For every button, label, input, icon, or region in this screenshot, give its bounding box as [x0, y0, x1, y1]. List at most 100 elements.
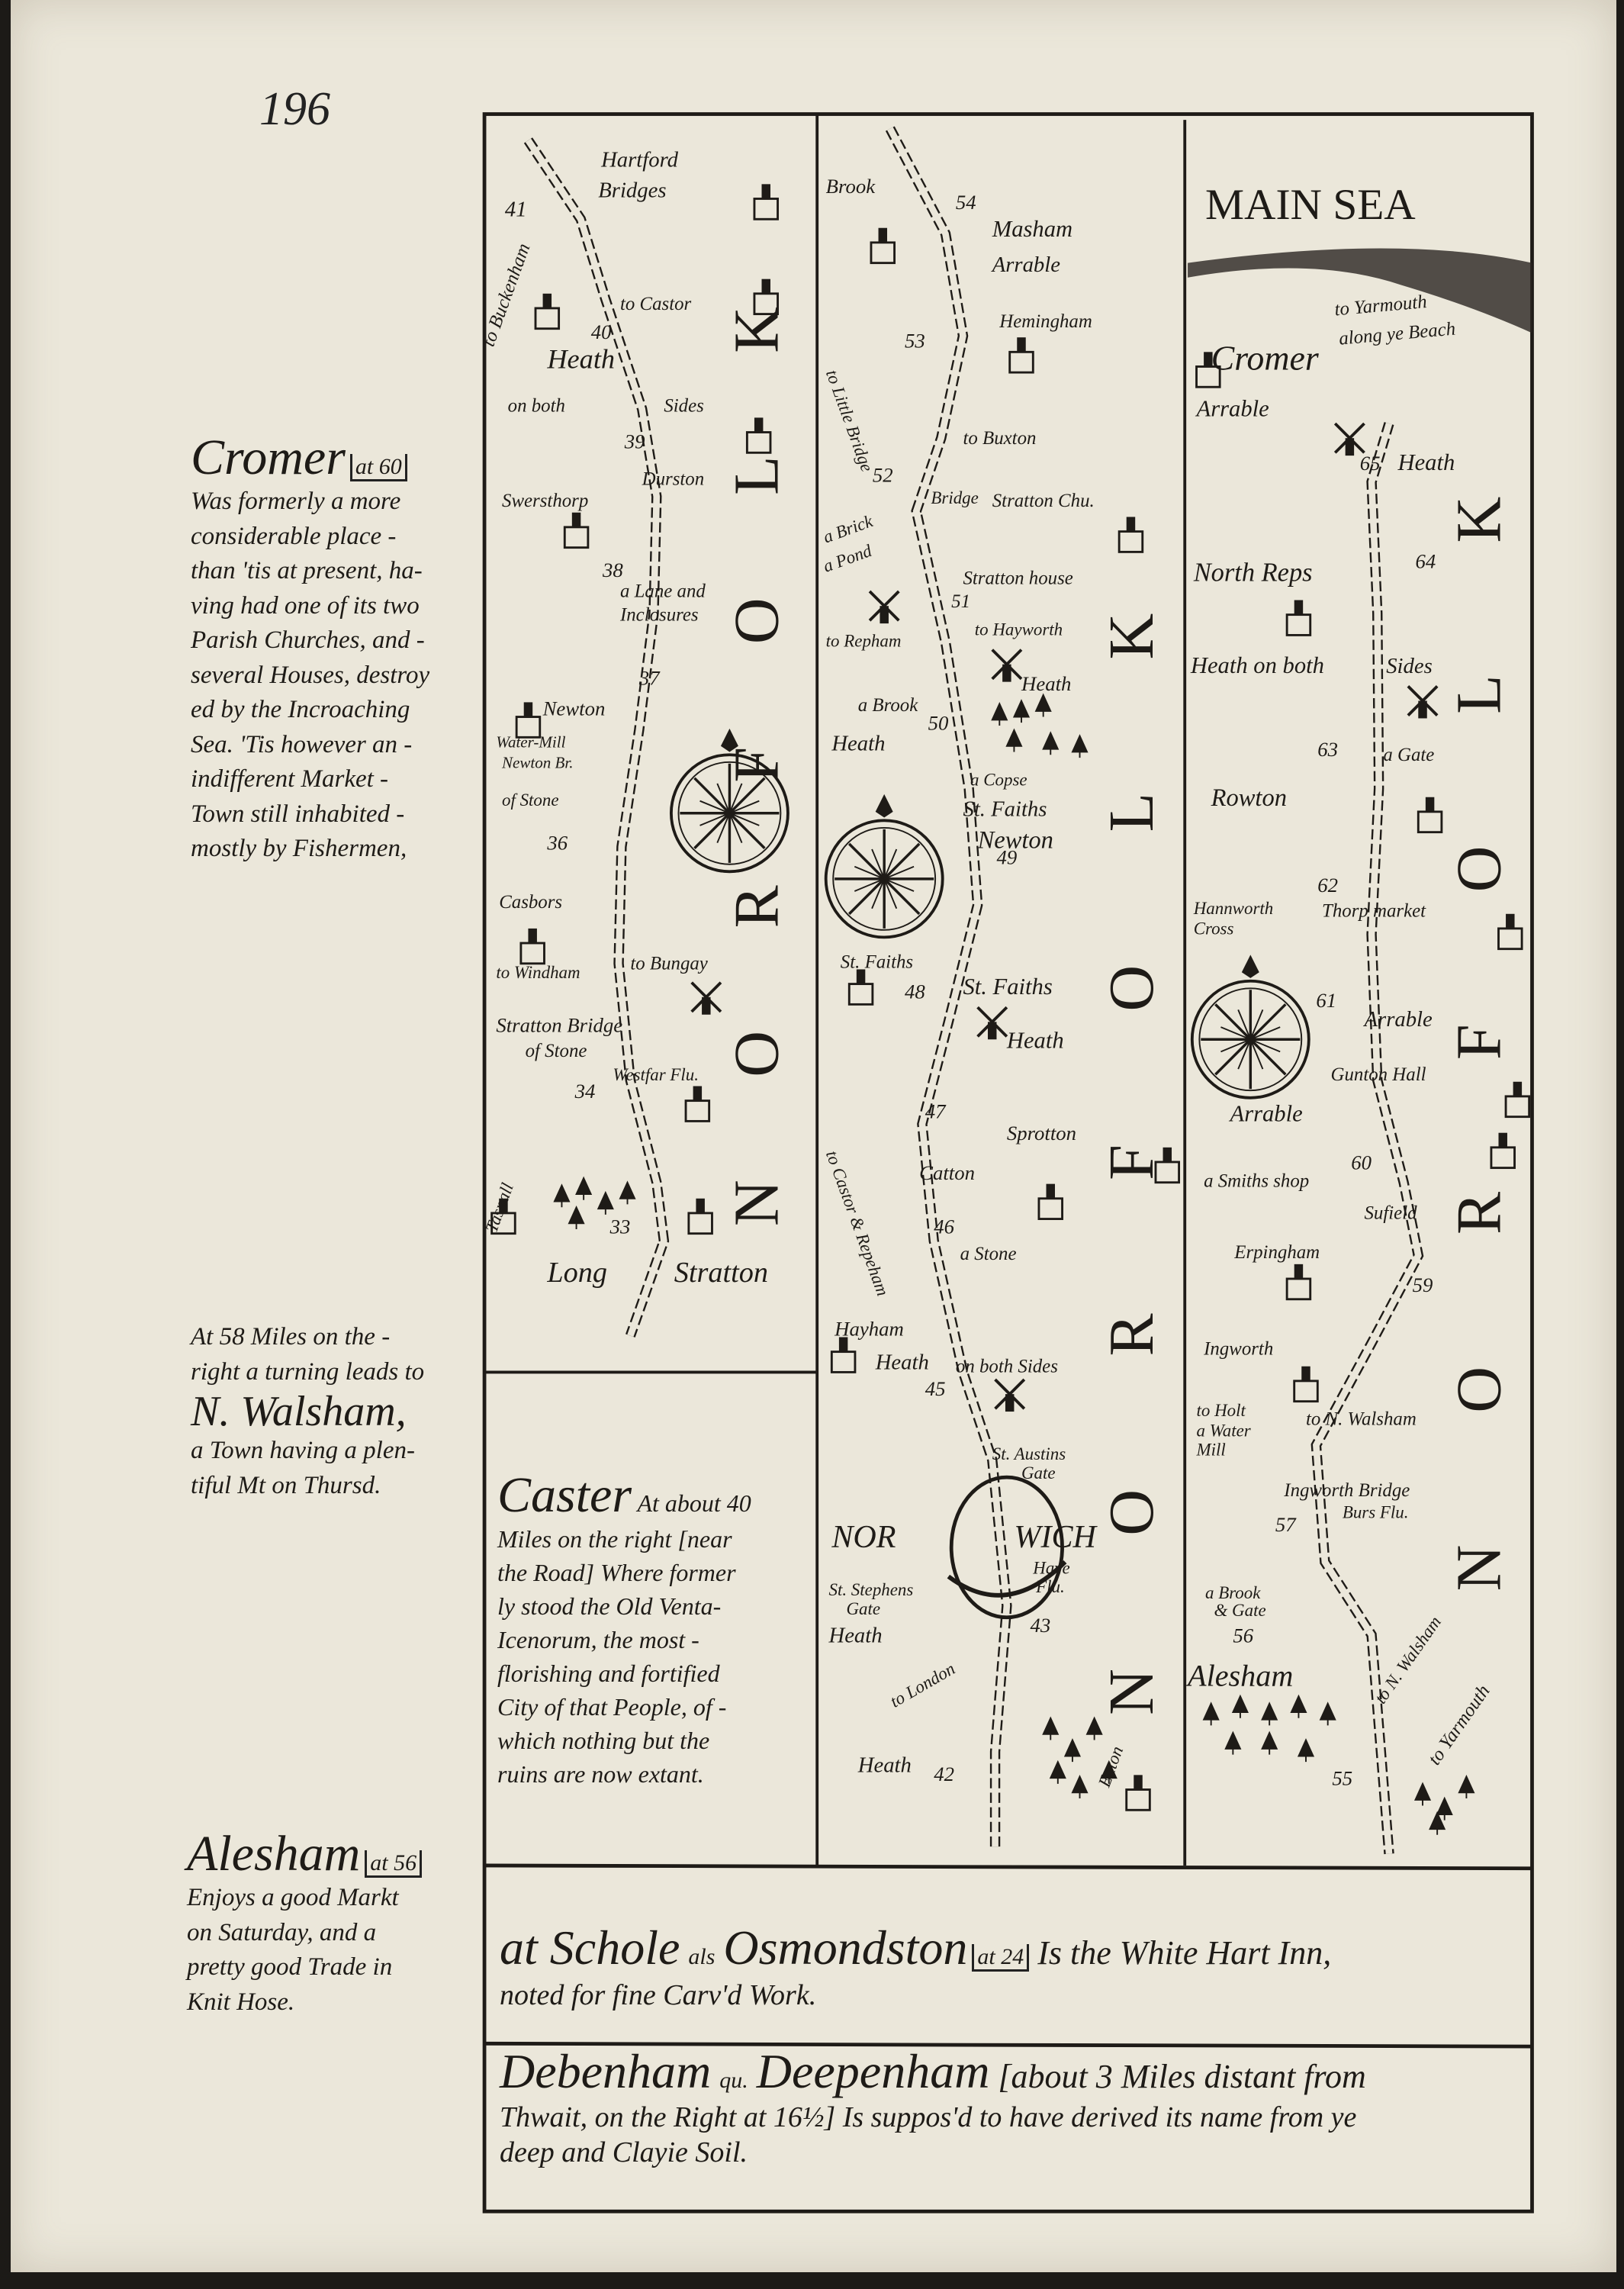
- map-frame: [482, 112, 1534, 2213]
- place-label: Stratton house: [963, 568, 1072, 588]
- fleur-de-lis-icon: [1241, 955, 1259, 978]
- place-label: to Bungay: [630, 953, 708, 974]
- place-label: Stratton: [674, 1257, 768, 1289]
- place-label: to London: [887, 1659, 959, 1711]
- note-line: tiful Mt on Thursd.: [191, 1471, 381, 1499]
- note-line: several Houses, destroy: [191, 661, 430, 689]
- note-line: ruins are now extant.: [497, 1760, 704, 1788]
- mile-marker: 39: [624, 430, 645, 453]
- place-label: Heath: [875, 1351, 929, 1375]
- tree-icon: [1034, 693, 1052, 717]
- mile-marker: 38: [602, 559, 623, 581]
- road: [1310, 422, 1424, 1855]
- church-icon: [753, 184, 779, 221]
- note-line: pretty good Trade in: [187, 1953, 393, 1981]
- place-label: to Castor: [620, 294, 692, 314]
- note-line: Sea. 'Tis however an -: [191, 730, 413, 758]
- note-text: Is the White Hart Inn,: [1037, 1934, 1332, 1972]
- place-label: on both Sides: [956, 1356, 1058, 1376]
- tree-icon: [1261, 1701, 1278, 1726]
- tree-icon: [1071, 1774, 1089, 1798]
- note-line: Enjoys a good Markt: [187, 1884, 399, 1911]
- tree-icon: [1290, 1694, 1307, 1718]
- mile-marker: 54: [956, 191, 976, 214]
- place-label: Bridge: [931, 488, 978, 507]
- place-label: a Stone: [960, 1244, 1017, 1264]
- tree-icon: [1297, 1738, 1315, 1763]
- tree-icon: [575, 1176, 593, 1200]
- note-caster: Caster At about 40 Miles on the right [n…: [497, 1469, 806, 1791]
- page-number: 196: [259, 83, 330, 135]
- church-icon: [1504, 1081, 1531, 1119]
- box-divider: [484, 1863, 1532, 1871]
- place-label: to Windham: [496, 963, 580, 982]
- tree-icon: [1085, 1716, 1103, 1740]
- note-line: Was formerly a more: [191, 488, 401, 515]
- note-line: florishing and fortified: [497, 1660, 720, 1687]
- windmill-icon: [1333, 422, 1365, 456]
- coastline: [1188, 248, 1532, 333]
- note-line: indifferent Market -: [191, 765, 389, 793]
- note-title: N. Walsham,: [191, 1388, 407, 1435]
- note-line: Town still inhabited -: [191, 800, 405, 828]
- road-fill: [1313, 422, 1422, 1854]
- tree-icon: [1224, 1730, 1242, 1755]
- place-label: Arrable: [1229, 1100, 1303, 1126]
- place-label: to Holt: [1197, 1401, 1246, 1420]
- place-label: to Castor & Repeham: [822, 1148, 892, 1299]
- place-label: a Brook: [1205, 1583, 1261, 1602]
- mile-marker: 36: [546, 832, 568, 855]
- windmill-icon: [690, 981, 722, 1015]
- note-text: At about 40: [637, 1489, 751, 1517]
- tree-icon: [1012, 699, 1031, 723]
- place-label: Inclosures: [619, 604, 699, 625]
- place-label: Hemingham: [999, 311, 1092, 332]
- place-label: North Reps: [1193, 559, 1313, 588]
- place-label: Gunton Hall: [1331, 1064, 1426, 1085]
- place-label: to Repham: [826, 632, 902, 651]
- mile-marker: 45: [925, 1377, 946, 1400]
- note-line: Parish Churches, and -: [191, 626, 425, 654]
- tree-icon: [1100, 1759, 1118, 1784]
- place-label: Gate: [1021, 1463, 1056, 1483]
- place-label: NOR: [831, 1520, 896, 1555]
- place-label: Catton: [919, 1161, 975, 1184]
- church-icon: [830, 1337, 857, 1373]
- note-text: noted for fine Carv'd Work.: [500, 1979, 817, 2011]
- mile-marker: 53: [905, 330, 925, 353]
- place-label: Sufield: [1365, 1203, 1418, 1224]
- note-line: than 'tis at present, ha-: [191, 557, 423, 584]
- fleur-de-lis-icon: [875, 794, 893, 818]
- tree-icon: [1429, 1811, 1446, 1835]
- tree-icon: [553, 1183, 571, 1208]
- place-label: Heath: [828, 1623, 882, 1647]
- place-label: Arrable: [1195, 395, 1269, 421]
- note-line: a Town having a plen-: [191, 1437, 415, 1464]
- windmill-icon: [1407, 685, 1439, 719]
- place-label: MAIN SEA: [1205, 181, 1416, 229]
- place-label: Rowton: [1211, 784, 1287, 812]
- place-label: Stratton Chu.: [992, 491, 1095, 511]
- note-title: Debenham: [500, 2044, 712, 2098]
- tree-icon: [1042, 731, 1060, 755]
- church-icon: [534, 293, 561, 330]
- place-label: a Smiths shop: [1204, 1170, 1309, 1191]
- place-label: Brook: [826, 175, 876, 198]
- church-icon: [515, 702, 542, 739]
- tree-icon: [597, 1190, 614, 1215]
- place-label: Flu.: [1035, 1577, 1065, 1596]
- compass-rose-icon: [1190, 955, 1310, 1099]
- place-label: to N. Walsham: [1371, 1613, 1445, 1708]
- place-label: Heath: [857, 1753, 912, 1778]
- note-line: Icenorum, the most -: [497, 1626, 699, 1653]
- church-icon: [1008, 337, 1034, 374]
- place-label: a Water: [1197, 1421, 1251, 1441]
- mile-marker: 33: [609, 1215, 631, 1238]
- church-icon: [1125, 1775, 1151, 1811]
- tree-icon: [991, 702, 1008, 726]
- place-label: to Little Bridge: [822, 367, 876, 474]
